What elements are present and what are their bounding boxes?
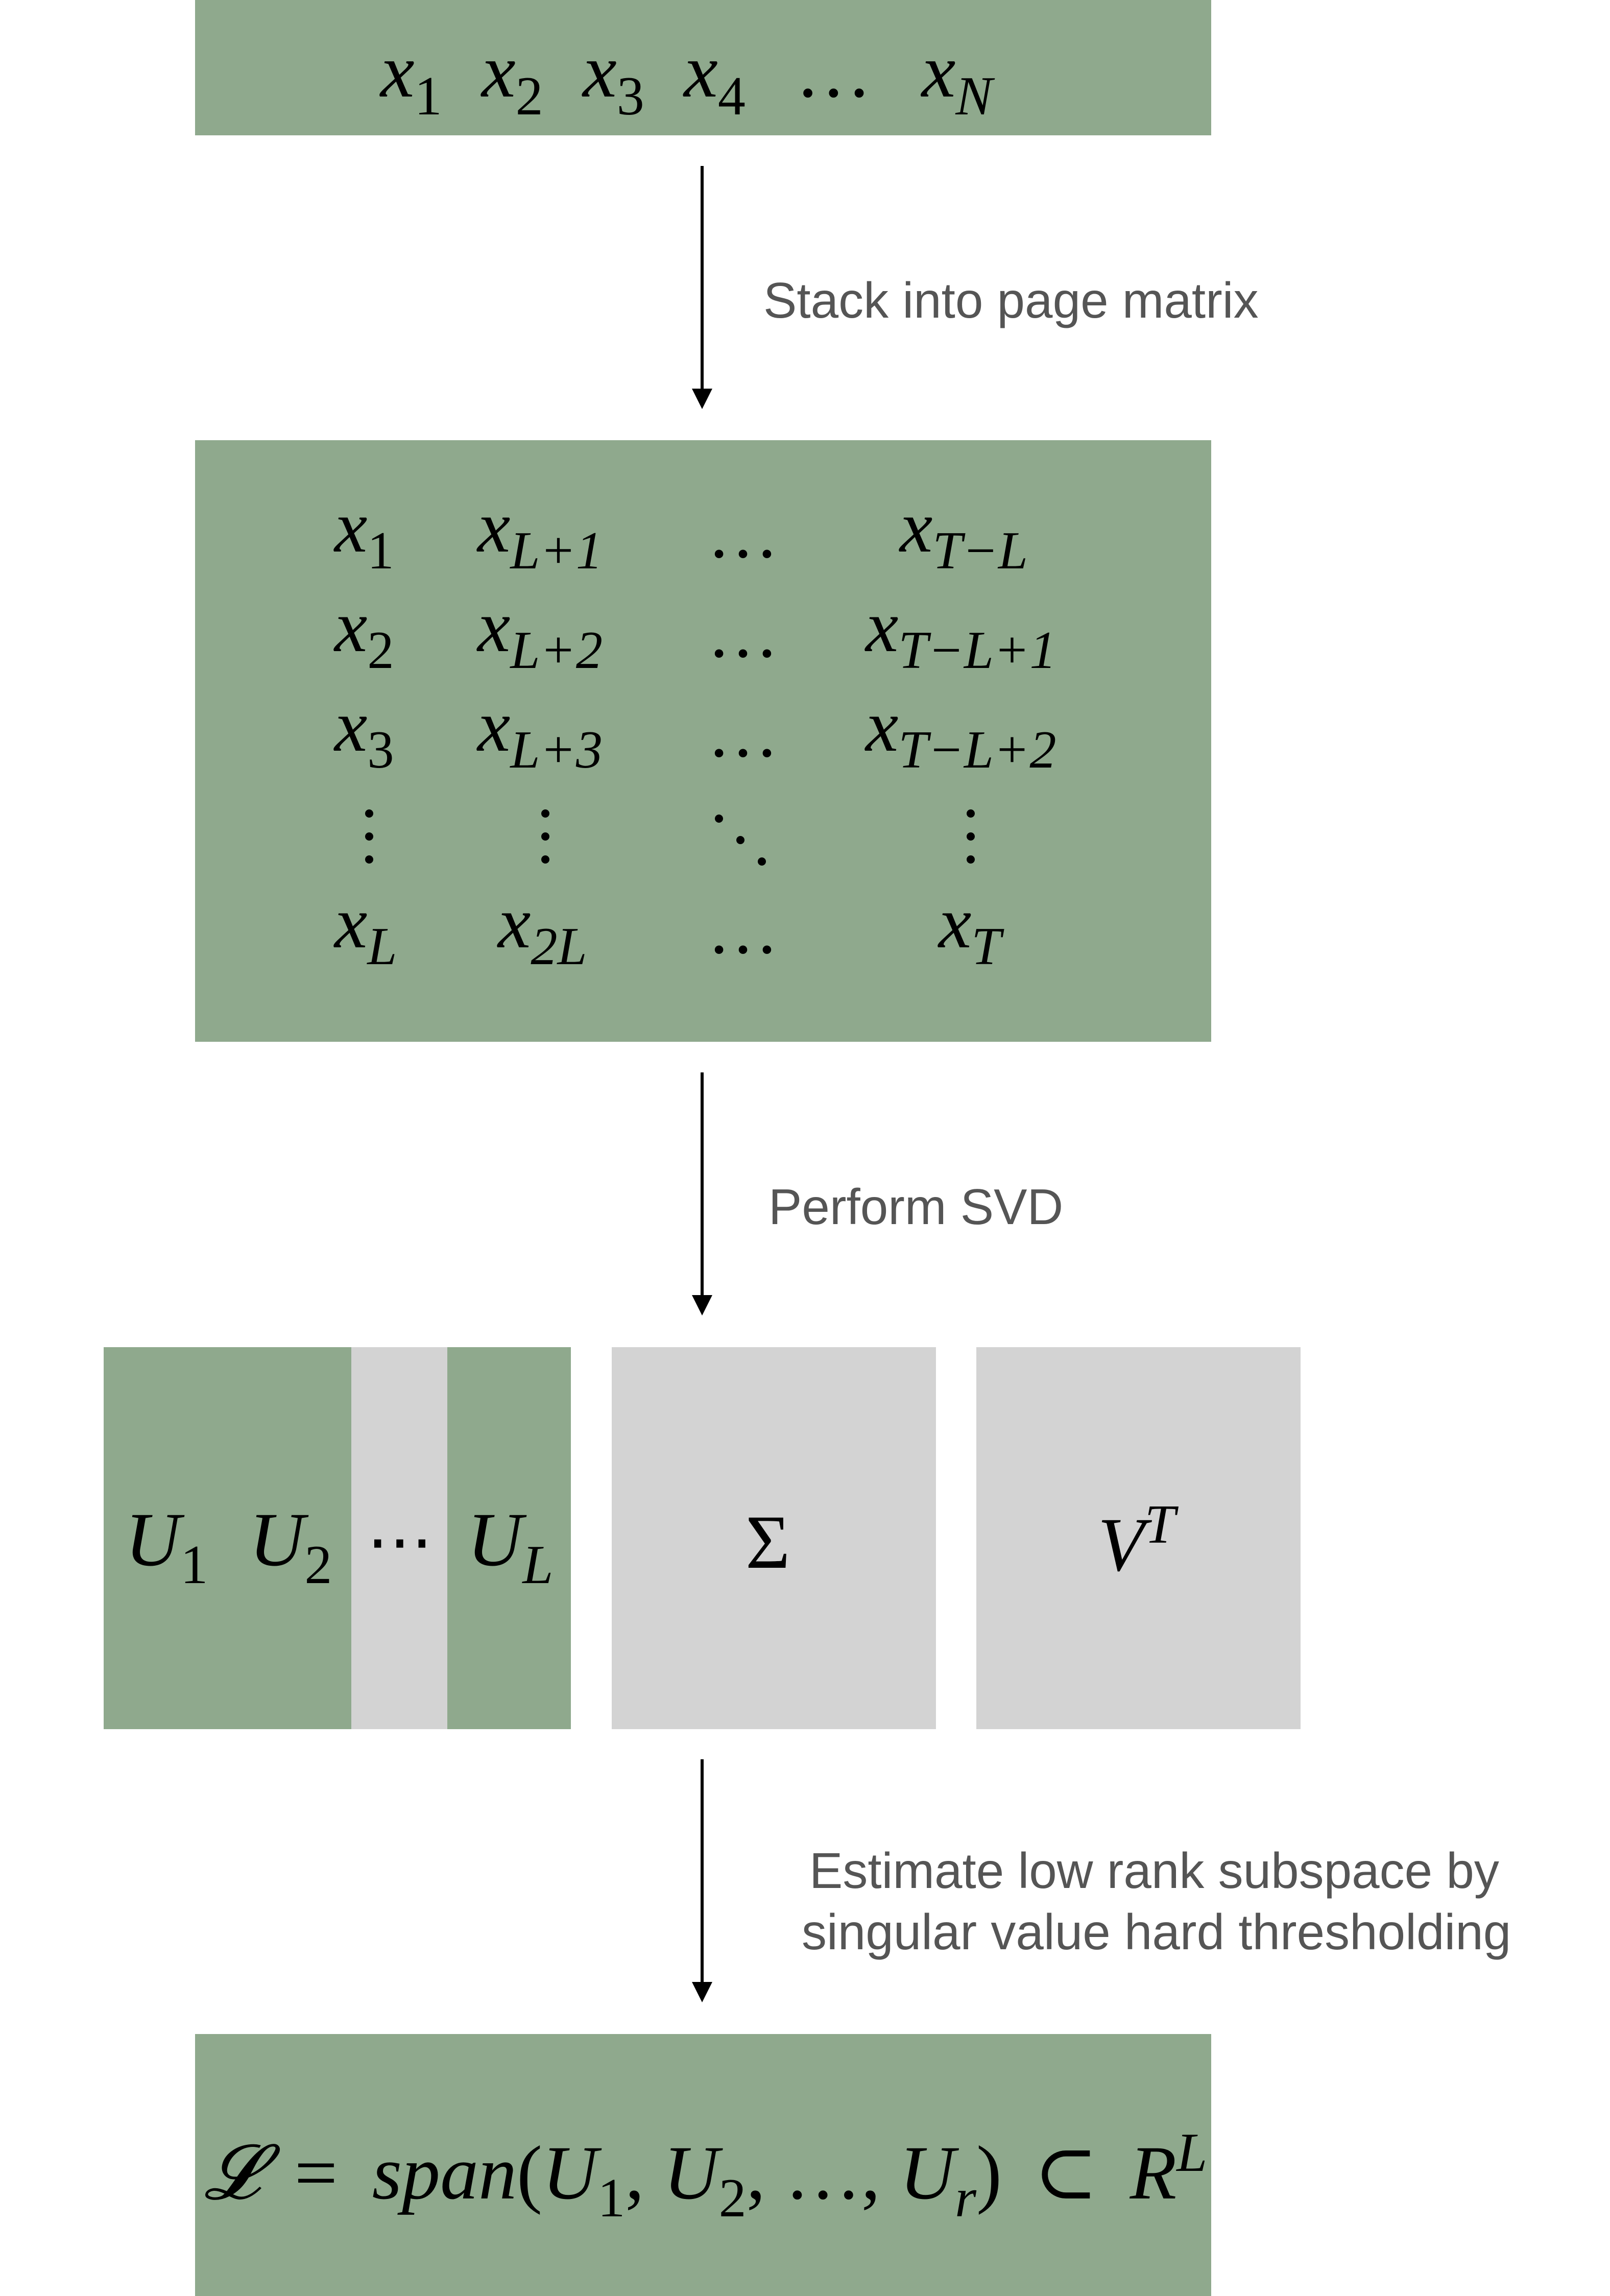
sigma-block — [612, 1347, 936, 1729]
subset-sign: ⊂ — [1034, 2131, 1098, 2215]
matrix-vdots-c4 — [967, 809, 975, 871]
step-label-estimate-1: Estimate low rank subspace by — [809, 1843, 1499, 1899]
matrix-r1-c3: … — [707, 494, 779, 573]
seq-x3: x — [583, 29, 617, 113]
step-label-svd: Perform SVD — [768, 1179, 1064, 1235]
step-label-estimate-2: singular value hard thresholding — [802, 1904, 1511, 1960]
matrix-r3-c4: xT−L+2 — [866, 685, 1056, 780]
u-column-L — [447, 1347, 571, 1729]
u-column-1 — [104, 1347, 229, 1729]
seq-xN: x — [921, 29, 956, 113]
matrix-r3-c2: xL+3 — [477, 685, 603, 780]
seq-index-2: 2 — [515, 65, 543, 127]
matrix-r2-c4: xT−L+1 — [866, 586, 1056, 680]
matrix-ddots — [715, 815, 776, 876]
result-formula: 𝓛 = span(U1, U2, …, Ur) ⊂ RL — [204, 2122, 1208, 2229]
seq-index-N: N — [955, 65, 993, 127]
span-text: span — [372, 2131, 517, 2215]
u1-label: U1 — [125, 1497, 208, 1595]
matrix-r2-c3: … — [707, 593, 779, 673]
matrix-vdots-c1 — [365, 809, 373, 871]
matrix-r1-c4: xT−L — [900, 486, 1028, 581]
matrix-r3-c1: x3 — [334, 685, 394, 780]
matrix-r4-c1: xL — [334, 882, 397, 976]
equals-sign: = — [294, 2131, 338, 2215]
matrix-r1-c1: x1 — [334, 486, 394, 581]
vt-block — [976, 1347, 1301, 1729]
step-label-stack: Stack into page matrix — [763, 272, 1259, 328]
u2-label: U2 — [249, 1497, 332, 1595]
seq-x2: x — [482, 29, 516, 113]
seq-index-3: 3 — [616, 65, 644, 127]
sequence-box — [195, 0, 1211, 135]
uL-label: UL — [467, 1497, 554, 1595]
u-ellipsis: ⋯ — [367, 1505, 433, 1579]
matrix-r1-c2: xL+1 — [477, 486, 603, 581]
matrix-r4-c3: … — [707, 890, 779, 969]
seq-index-1: 1 — [414, 65, 442, 127]
matrix-r4-c2: x2L — [498, 882, 587, 976]
subspace-symbol: 𝓛 — [204, 2131, 260, 2215]
seq-x4: x — [684, 29, 718, 113]
arrow-down-1 — [701, 166, 704, 391]
matrix-r2-c2: xL+2 — [477, 586, 603, 680]
matrix-vdots-c2 — [541, 809, 549, 871]
seq-x1: x — [380, 29, 415, 113]
matrix-r4-c4: xT — [939, 882, 1001, 976]
matrix-r2-c1: x2 — [334, 586, 394, 680]
result-box — [195, 2034, 1211, 2296]
u-column-gap — [351, 1347, 447, 1729]
arrow-down-2 — [701, 1072, 704, 1297]
page-matrix-box — [195, 440, 1211, 1042]
matrix-r3-c3: … — [707, 693, 779, 772]
vt-label: VT — [1098, 1494, 1175, 1587]
u-column-2 — [229, 1347, 351, 1729]
sequence-formula: x1 x2 x3 x4 … xN — [380, 33, 992, 124]
sigma-label: Σ — [746, 1500, 790, 1585]
seq-index-4: 4 — [717, 65, 746, 127]
arrow-down-3 — [701, 1759, 704, 1984]
seq-ellipsis: … — [795, 29, 872, 113]
